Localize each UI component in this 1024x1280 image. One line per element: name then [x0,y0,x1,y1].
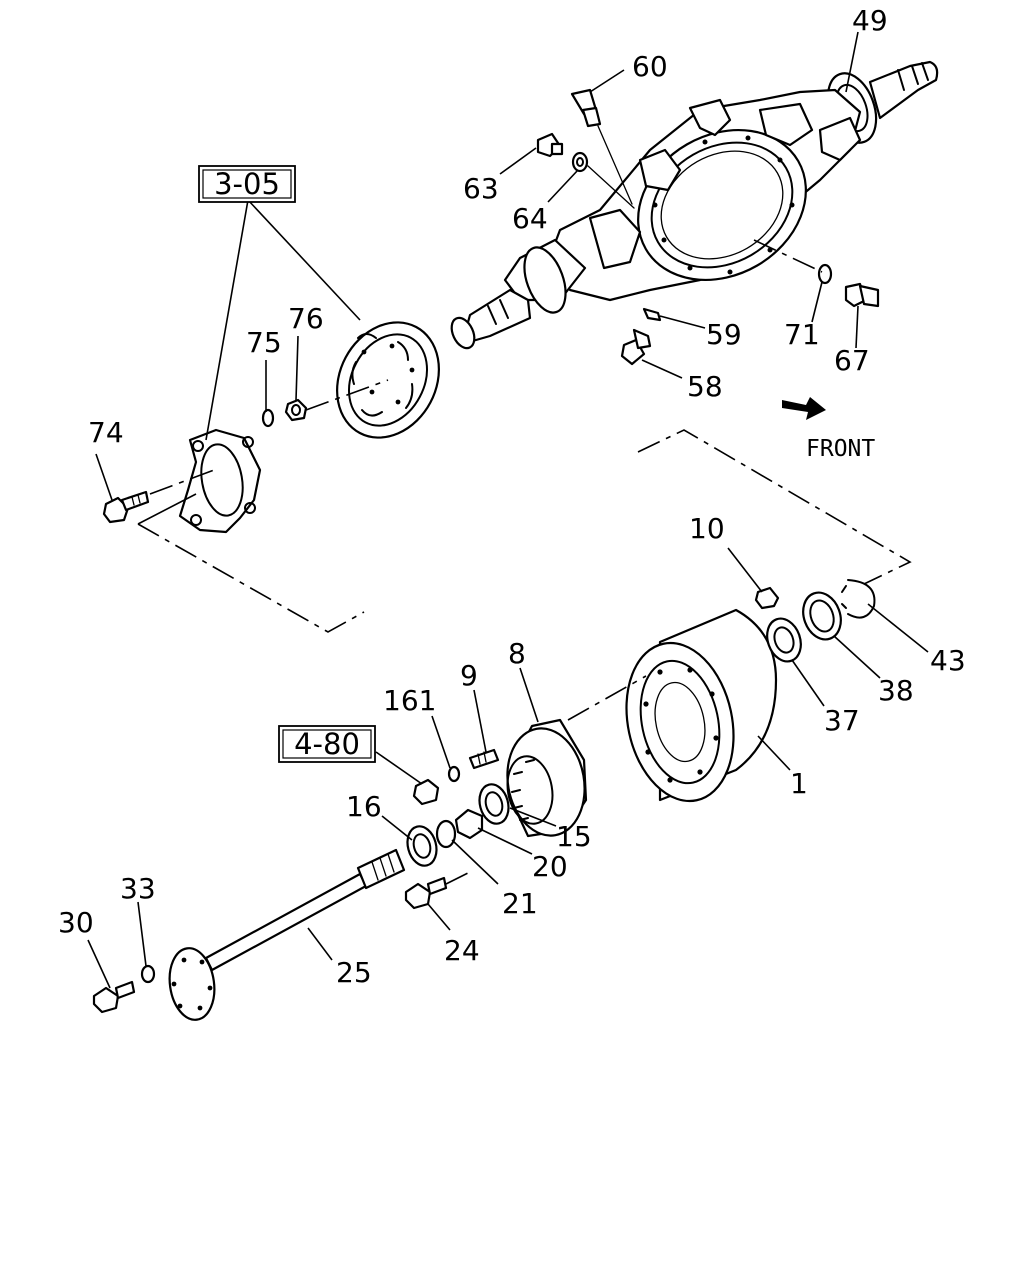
brake-drum [625,608,778,803]
axle-housing [450,60,939,350]
part-label-161: 161 [383,684,436,717]
part-label-8: 8 [508,637,526,670]
part-label-63: 63 [463,172,499,205]
part-label-15: 15 [556,820,592,853]
part-label-10: 10 [689,512,725,545]
wheel-hub [506,675,647,838]
part-label-71: 71 [784,318,820,351]
part-label-25: 25 [336,956,372,989]
part-label-59: 59 [706,318,742,351]
front-label: FRONT [806,436,875,462]
part-label-76: 76 [288,302,324,335]
part-label-74: 74 [88,416,124,449]
axle-shaft [168,848,406,1021]
part-label-43: 43 [930,644,966,677]
part-label-64: 64 [512,202,548,235]
ref-box-brake-group-label: 3-05 [214,167,280,201]
ref-box-nut-group-label: 4-80 [294,727,360,761]
part-labels: 49 60 63 64 59 71 67 58 76 75 74 10 43 3… [58,4,966,989]
part-label-37: 37 [824,704,860,737]
front-arrow-icon [782,397,826,420]
ref-box-brake-group[interactable]: 3-05 [198,165,296,203]
part-label-58: 58 [687,370,723,403]
leader-lines [87,31,929,989]
brake-hardware [102,379,389,524]
shaft-hardware [92,964,156,1014]
part-label-9: 9 [460,659,478,692]
part-label-49: 49 [852,4,888,37]
part-label-20: 20 [532,850,568,883]
part-label-24: 24 [444,934,480,967]
brake-spider [178,428,262,534]
part-label-67: 67 [834,344,870,377]
ref-box-nut-group[interactable]: 4-80 [278,725,376,763]
part-label-21: 21 [502,887,538,920]
part-label-38: 38 [878,674,914,707]
part-label-30: 30 [58,906,94,939]
housing-hardware [536,88,880,366]
part-label-60: 60 [632,50,668,83]
part-label-16: 16 [346,790,382,823]
part-label-33: 33 [120,872,156,905]
part-label-1: 1 [790,767,808,800]
group-lines [137,199,912,633]
part-label-75: 75 [246,326,282,359]
